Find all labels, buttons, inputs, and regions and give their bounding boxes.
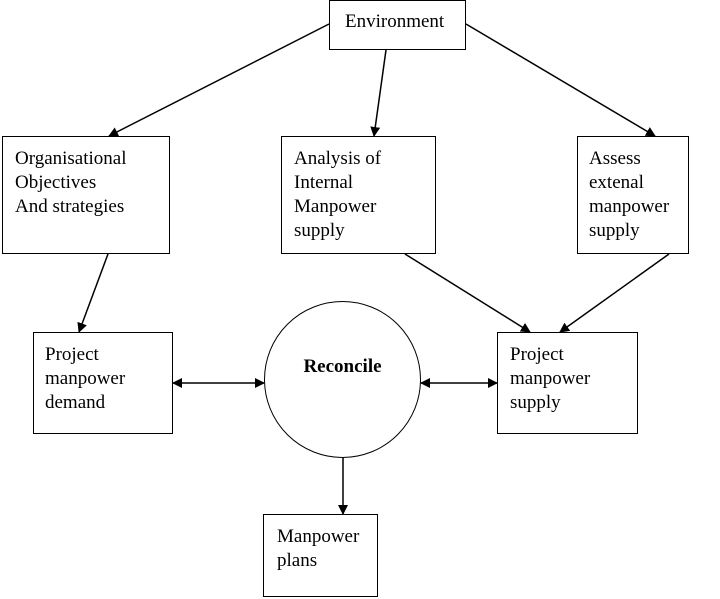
node-organisational-line-1: Organisational	[15, 148, 127, 169]
node-external-line-4: supply	[589, 220, 640, 241]
node-plans-line-2: plans	[277, 550, 318, 571]
node-organisational-line-2: Objectives	[15, 172, 97, 193]
node-demand-line-2: manpower	[45, 368, 126, 389]
node-project-supply: Project manpower supply	[497, 332, 638, 434]
node-supply-line-2: manpower	[510, 368, 591, 389]
node-organisational-line-3: And strategies	[15, 196, 125, 217]
node-internal-line-4: supply	[294, 220, 345, 241]
node-organisational-objectives: Organisational Objectives And strategies	[2, 136, 170, 254]
edge-external-to-supply	[559, 253, 670, 333]
edge-organisational-to-demand	[77, 253, 109, 333]
edge-internal-to-supply	[404, 253, 531, 333]
node-reconcile-label: Reconcile	[303, 355, 382, 377]
node-external-line-3: manpower	[589, 196, 670, 217]
node-environment-text: Environment	[345, 11, 445, 32]
node-internal-line-1: Analysis of	[294, 148, 382, 169]
node-external-line-2: extenal	[589, 172, 644, 193]
node-reconcile: Reconcile	[264, 301, 421, 458]
node-internal-supply-analysis: Analysis of Internal Manpower supply	[281, 136, 436, 254]
node-supply-line-1: Project	[510, 344, 564, 365]
node-demand-line-3: demand	[45, 392, 106, 413]
node-plans-line-1: Manpower	[277, 526, 360, 547]
node-external-line-1: Assess	[589, 148, 641, 169]
edge-environment-to-organisational	[108, 23, 330, 137]
node-internal-line-3: Manpower	[294, 196, 377, 217]
node-demand-line-1: Project	[45, 344, 99, 365]
node-project-demand: Project manpower demand	[33, 332, 173, 434]
edge-environment-to-external-supply	[465, 23, 656, 137]
node-environment: Environment	[329, 0, 466, 50]
node-supply-line-3: supply	[510, 392, 561, 413]
node-manpower-plans: Manpower plans	[263, 514, 378, 597]
edge-environment-to-internal-supply	[370, 49, 387, 137]
node-internal-line-2: Internal	[294, 172, 354, 193]
node-external-supply-assessment: Assess extenal manpower supply	[577, 136, 689, 254]
